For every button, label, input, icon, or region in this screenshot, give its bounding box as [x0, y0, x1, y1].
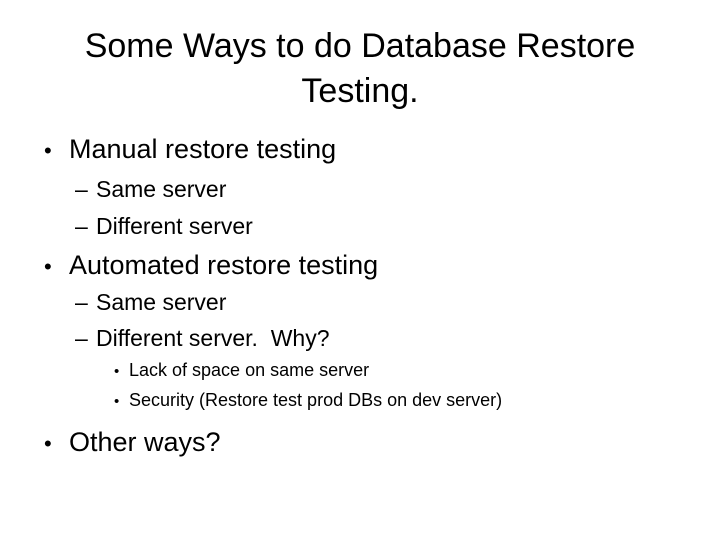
bullet-icon: •	[44, 431, 52, 456]
bullet-item: – Different server	[75, 211, 253, 242]
bullet-text: Same server	[96, 289, 227, 315]
bullet-text: Different server. Why?	[96, 325, 330, 351]
bullet-item: • Other ways?	[44, 424, 221, 462]
dash-icon: –	[75, 325, 88, 351]
bullet-text: Lack of space on same server	[129, 360, 370, 380]
bullet-item: • Security (Restore test prod DBs on dev…	[114, 388, 502, 414]
bullet-icon: •	[114, 363, 120, 380]
slide-title: Some Ways to do Database Restore Testing…	[84, 27, 636, 110]
bullet-icon: •	[114, 393, 120, 410]
bullet-item: – Different server. Why?	[75, 323, 330, 354]
bullet-item: • Lack of space on same server	[114, 358, 369, 384]
bullet-text: Same server	[96, 176, 227, 202]
bullet-item: • Manual restore testing	[44, 131, 336, 169]
bullet-icon: •	[44, 254, 52, 279]
bullet-text: Manual restore testing	[69, 134, 337, 164]
dash-icon: –	[75, 213, 88, 239]
dash-icon: –	[75, 176, 88, 202]
bullet-text: Security (Restore test prod DBs on dev s…	[129, 390, 503, 410]
bullet-text: Different server	[96, 213, 253, 239]
bullet-item: – Same server	[75, 174, 226, 205]
dash-icon: –	[75, 289, 88, 315]
bullet-item: – Same server	[75, 287, 226, 318]
bullet-text: Other ways?	[69, 427, 221, 457]
bullet-icon: •	[44, 138, 52, 163]
bullet-text: Automated restore testing	[69, 250, 379, 280]
bullet-item: • Automated restore testing	[44, 247, 378, 285]
